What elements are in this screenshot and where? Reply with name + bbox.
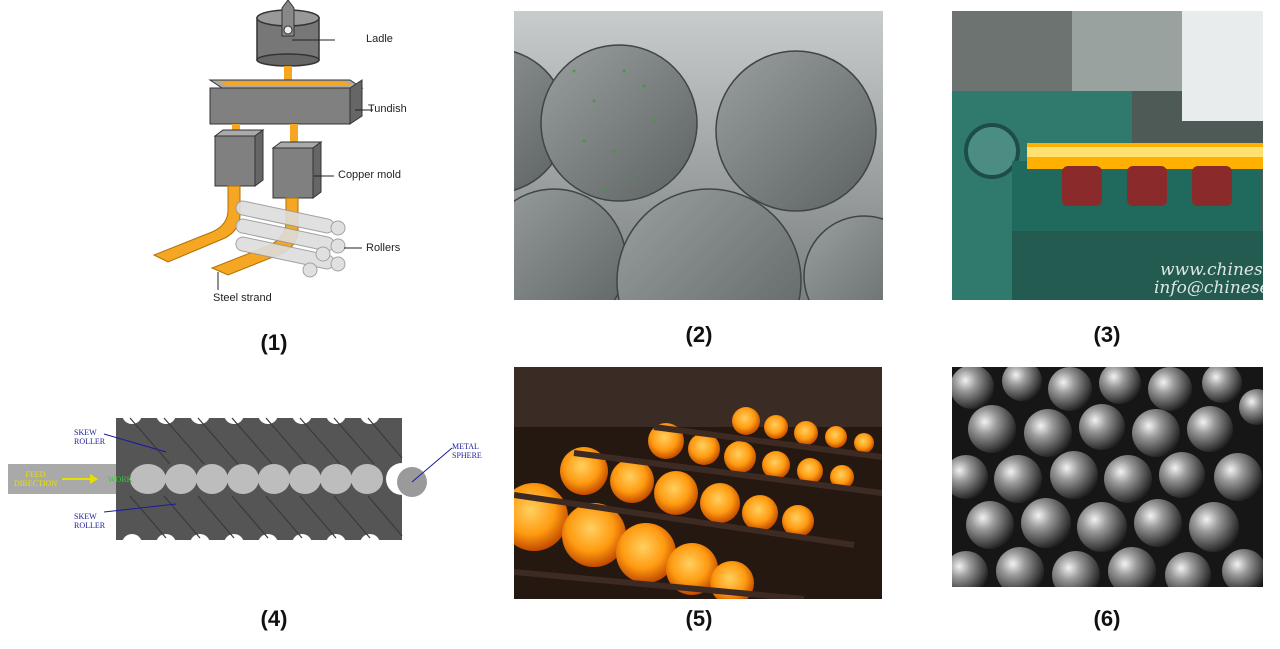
work-spheres (130, 464, 383, 494)
tundish-shape (208, 79, 364, 125)
label-steel-strand: Steel strand (213, 292, 272, 304)
caption-4: (4) (260, 606, 288, 631)
label-work: WORK (108, 475, 133, 484)
copper-mold-shape (213, 129, 323, 199)
watermark-line-2: info@chinese (1154, 278, 1263, 298)
label-feed-direction: FEED DIRECTION (14, 470, 58, 488)
caption-3: (3) (1093, 322, 1121, 347)
ladle-shape (256, 0, 320, 67)
photo-glowing-balls (514, 367, 882, 599)
photo-steel-balls (952, 367, 1263, 587)
label-ladle: Ladle (366, 33, 393, 45)
watermark-line-1: www.chineseh (1160, 260, 1263, 280)
caption-6: (6) (1093, 606, 1121, 631)
ladle-stream (284, 66, 292, 80)
photo-steel-bars (514, 11, 883, 300)
casting-diagram (152, 0, 373, 290)
label-tundish: Tundish (368, 103, 407, 115)
bar-ends (514, 44, 883, 300)
label-copper-mold: Copper mold (338, 169, 401, 181)
label-skew-roller-top: SKEW ROLLER (74, 428, 106, 446)
steel-balls (952, 367, 1263, 587)
steel-strand-left (152, 185, 241, 263)
feed-arrow (62, 474, 98, 484)
rollers-shape (235, 200, 346, 278)
skew-roller-diagram (8, 404, 453, 554)
label-rollers: Rollers (366, 242, 401, 254)
panel-skew-roller-diagram: SKEW ROLLER SKEW ROLLER METAL SPHERE FEE… (0, 400, 500, 554)
label-skew-roller-bottom: SKEW ROLLER (74, 512, 106, 530)
label-metal-sphere: METAL SPHERE (452, 442, 482, 460)
panel-casting-diagram: Ladle Tundish Copper mold Rollers Steel … (140, 0, 440, 310)
caption-5: (5) (685, 606, 713, 631)
caption-1: (1) (260, 330, 288, 355)
glowing-balls (514, 407, 874, 599)
caption-2: (2) (685, 322, 713, 347)
photo-rolling-mill: www.chineseh info@chinese (952, 11, 1263, 300)
